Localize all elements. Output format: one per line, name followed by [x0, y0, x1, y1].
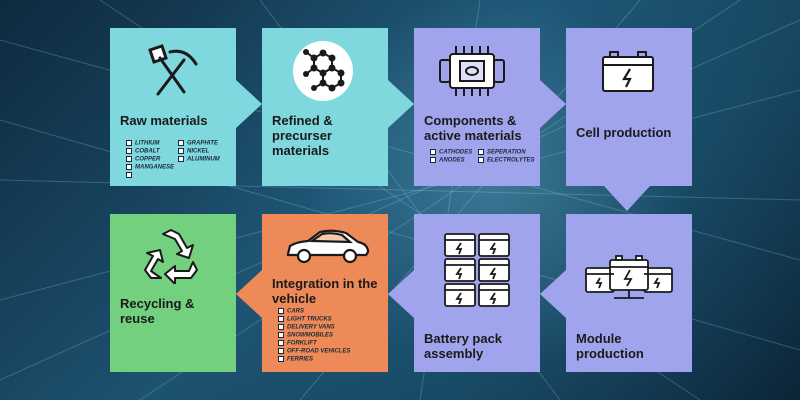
- chip-icon: [439, 46, 505, 96]
- list-item: FORKLIFT: [278, 340, 350, 348]
- step-cell-production: Cell production: [566, 28, 692, 186]
- step-raw-materials: Raw materials LITHIUM COBALT COPPER MANG…: [110, 28, 236, 186]
- battery-module-icon: [585, 255, 673, 299]
- components-title: Components & active materials: [424, 113, 522, 143]
- list-item: ELECTROLYTES: [478, 157, 535, 165]
- arrow-cell-to-module: [604, 186, 650, 211]
- cell-production-title: Cell production: [576, 125, 672, 140]
- list-item: CATHODES: [430, 149, 472, 157]
- arrow-battery-to-integration: [388, 270, 414, 318]
- step-recycling: Recycling & reuse: [110, 214, 236, 372]
- list-item: MANGANESE: [126, 164, 174, 172]
- list-item: COBALT: [126, 148, 174, 156]
- list-item: SEPERATION: [478, 149, 535, 157]
- battery-pack-title: Battery pack assembly: [424, 331, 503, 361]
- car-icon: [286, 229, 370, 264]
- shovel-pickaxe-icon: [148, 44, 198, 96]
- step-components: Components & active materials CATHODES A…: [414, 28, 540, 186]
- arrow-integration-to-recycling: [236, 270, 262, 318]
- step-battery-pack: Battery pack assembly: [414, 214, 540, 372]
- arrow-raw-to-refined: [236, 80, 262, 128]
- raw-materials-list-left: LITHIUM COBALT COPPER MANGANESE: [126, 140, 174, 180]
- step-integration-vehicle: Integration in the vehicle CARS LIGHT TR…: [262, 214, 388, 372]
- module-production-title: Module production: [576, 331, 644, 361]
- arrow-module-to-battery: [540, 270, 566, 318]
- list-item: GRAPHITE: [178, 140, 220, 148]
- list-item: LITHIUM: [126, 140, 174, 148]
- list-item: LIGHT TRUCKS: [278, 316, 350, 324]
- list-item: CARS: [278, 308, 350, 316]
- components-list-right: SEPERATION ELECTROLYTES: [478, 149, 535, 165]
- recycling-title: Recycling & reuse: [120, 296, 195, 326]
- list-item: SNOWMOBILES: [278, 332, 350, 340]
- list-item: FERRIES: [278, 356, 350, 364]
- battery-pack-icon: [444, 233, 510, 307]
- components-list-left: CATHODES ANODES: [430, 149, 472, 165]
- step-refined-materials: Refined & precurser materials: [262, 28, 388, 186]
- step-module-production: Module production: [566, 214, 692, 372]
- refined-materials-title: Refined & precurser materials: [272, 113, 333, 158]
- list-item: NICKEL: [178, 148, 220, 156]
- list-item: DELIVERY VANS: [278, 324, 350, 332]
- list-item: ANODES: [430, 157, 472, 165]
- recycle-icon: [144, 229, 198, 284]
- list-item: COPPER: [126, 156, 174, 164]
- list-item: [126, 172, 174, 180]
- molecule-icon: [293, 41, 353, 101]
- integration-list: CARS LIGHT TRUCKS DELIVERY VANS SNOWMOBI…: [278, 308, 350, 365]
- arrow-components-to-cell: [540, 80, 566, 128]
- raw-materials-title: Raw materials: [120, 113, 208, 128]
- list-item: ALUMINUM: [178, 156, 220, 164]
- battery-cell-icon: [602, 51, 654, 92]
- raw-materials-list-right: GRAPHITE NICKEL ALUMINUM: [178, 140, 220, 164]
- list-item: OFF-ROAD VEHICLES: [278, 348, 350, 356]
- integration-title: Integration in the vehicle: [272, 276, 378, 306]
- arrow-refined-to-components: [388, 80, 414, 128]
